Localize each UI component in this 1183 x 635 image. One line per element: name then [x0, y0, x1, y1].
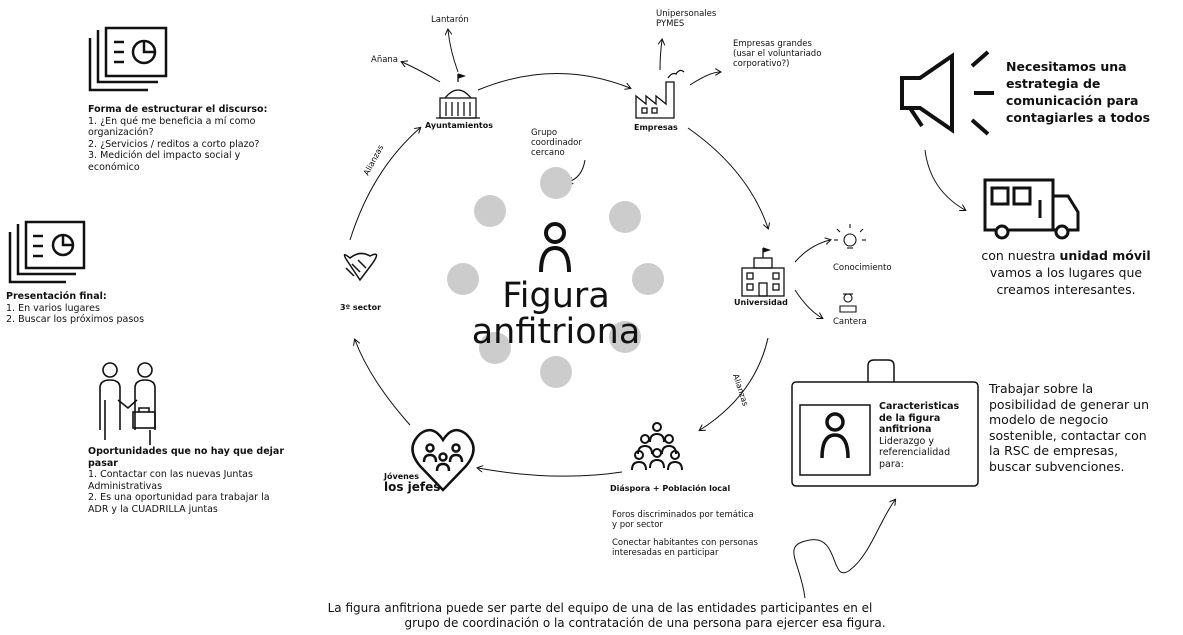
dot	[474, 195, 506, 227]
oportunidades-block: Oportunidades que no hay que dejar pasar…	[88, 446, 313, 515]
discurso-title: Forma de estructurar el discurso:	[88, 104, 268, 115]
arc-jovenes-tercer	[355, 340, 411, 426]
discurso-block: Forma de estructurar el discurso: 1. ¿En…	[88, 104, 308, 173]
megaphone-icon	[900, 50, 994, 136]
food-truck-icon	[983, 178, 1080, 240]
report-icon	[88, 26, 168, 92]
unidad-pre: con nuestra	[981, 248, 1060, 263]
dot	[479, 332, 511, 364]
presentacion-items: 1. En varios lugares 2. Buscar los próxi…	[6, 302, 145, 326]
dot	[447, 263, 479, 295]
estrategia-text: Necesitamos una estrategia de comunicaci…	[1006, 59, 1151, 125]
branch-unipersonales: Unipersonales PYMES	[656, 9, 717, 29]
footer-note: La figura anfitriona puede ser parte del…	[300, 601, 900, 631]
arrow-anana	[402, 62, 441, 83]
factory-icon	[635, 69, 685, 119]
town-hall-icon	[436, 73, 480, 119]
university-icon	[741, 247, 785, 297]
branch-anana: Añana	[371, 55, 399, 65]
arc-universidad-diaspora	[700, 337, 769, 430]
ring-arcs	[349, 73, 769, 477]
arc-diaspora-jovenes	[478, 468, 623, 477]
branch-conocimiento: Conocimiento	[833, 263, 892, 273]
group-note: Grupo coordinador cercano	[531, 128, 582, 158]
badge-title: Caracteristicas de la figura anfitriona	[879, 401, 960, 435]
center-title-line1: Figura	[502, 276, 610, 316]
oportunidades-title: Oportunidades que no hay que dejar pasar	[88, 446, 285, 469]
id-badge	[791, 359, 979, 487]
dot	[609, 321, 641, 353]
arrow-squiggle	[793, 500, 895, 599]
unidad-post: vamos a los lugares que creamos interesa…	[989, 265, 1143, 297]
arc-tercer-ayuntamientos	[349, 128, 420, 241]
lightbulb-icon	[834, 224, 866, 249]
branch-lantaron: Lantarón	[431, 15, 469, 25]
arrow-grandes	[689, 72, 720, 86]
arrow-pymes	[660, 40, 662, 71]
center-dots	[447, 167, 664, 388]
trabajar-text: Trabajar sobre la posibilidad de generar…	[989, 381, 1150, 474]
person-icon	[539, 222, 571, 273]
node-universidad: Universidad	[734, 298, 788, 307]
unidad-bold: unidad móvil	[1059, 248, 1151, 263]
node-ayuntamientos: Ayuntamientos	[425, 121, 494, 130]
dot	[632, 263, 664, 295]
worker-icon	[839, 293, 857, 313]
branch-conectar: Conectar habitantes con personas interes…	[612, 538, 758, 558]
center-title-line2: anfitriona	[471, 312, 641, 352]
oportunidades-items: 1. Contactar con las nuevas Juntas Admin…	[88, 469, 270, 515]
dot	[609, 201, 641, 233]
arc-ayuntamientos-empresas	[477, 73, 630, 91]
arrow-cantera	[794, 289, 822, 318]
report-icon	[8, 220, 86, 284]
center-title: Figura anfitriona	[460, 278, 652, 350]
dot	[540, 167, 572, 199]
footer-line1: La figura anfitriona puede ser parte del…	[327, 601, 873, 615]
dot	[540, 356, 572, 388]
arrow-conocimiento	[794, 240, 830, 263]
badge-body: Liderazgo y referencialidad para:	[879, 435, 951, 470]
unidad-movil-text: con nuestra unidad móvil vamos a los lug…	[956, 247, 1176, 298]
branch-empresas-grandes: Empresas grandes (usar el voluntariado c…	[733, 39, 822, 69]
handshake-icon	[343, 252, 378, 282]
discurso-items: 1. ¿En qué me beneficia a mí como organi…	[88, 115, 260, 173]
node-jovenes-big: los jefes	[384, 480, 441, 494]
heart-people-icon	[411, 428, 475, 492]
node-empresas: Empresas	[634, 123, 678, 132]
node-tercer-sector: 3º sector	[340, 303, 382, 312]
branch-cantera: Cantera	[833, 317, 867, 327]
node-jovenes-small: Jóvenes	[384, 472, 419, 481]
badge-text: Caracteristicas de la figura anfitriona …	[879, 401, 974, 470]
group-people-icon	[631, 422, 683, 471]
arrow-megafono-furgoneta	[924, 149, 965, 210]
presentacion-block: Presentación final: 1. En varios lugares…	[6, 291, 226, 326]
arrow-lantaron	[448, 30, 459, 73]
presentacion-title: Presentación final:	[6, 291, 107, 302]
arc-empresas-universidad	[687, 127, 768, 228]
business-handshake-icon	[99, 362, 156, 445]
footer-line2: grupo de coordinación o la contratación …	[404, 616, 886, 630]
node-diaspora: Diáspora + Población local	[610, 484, 731, 493]
branch-foros: Foros discriminados por temática y por s…	[612, 510, 754, 530]
badge-person-icon	[820, 412, 850, 459]
node-jovenes: Jóvenes los jefes	[384, 472, 440, 494]
